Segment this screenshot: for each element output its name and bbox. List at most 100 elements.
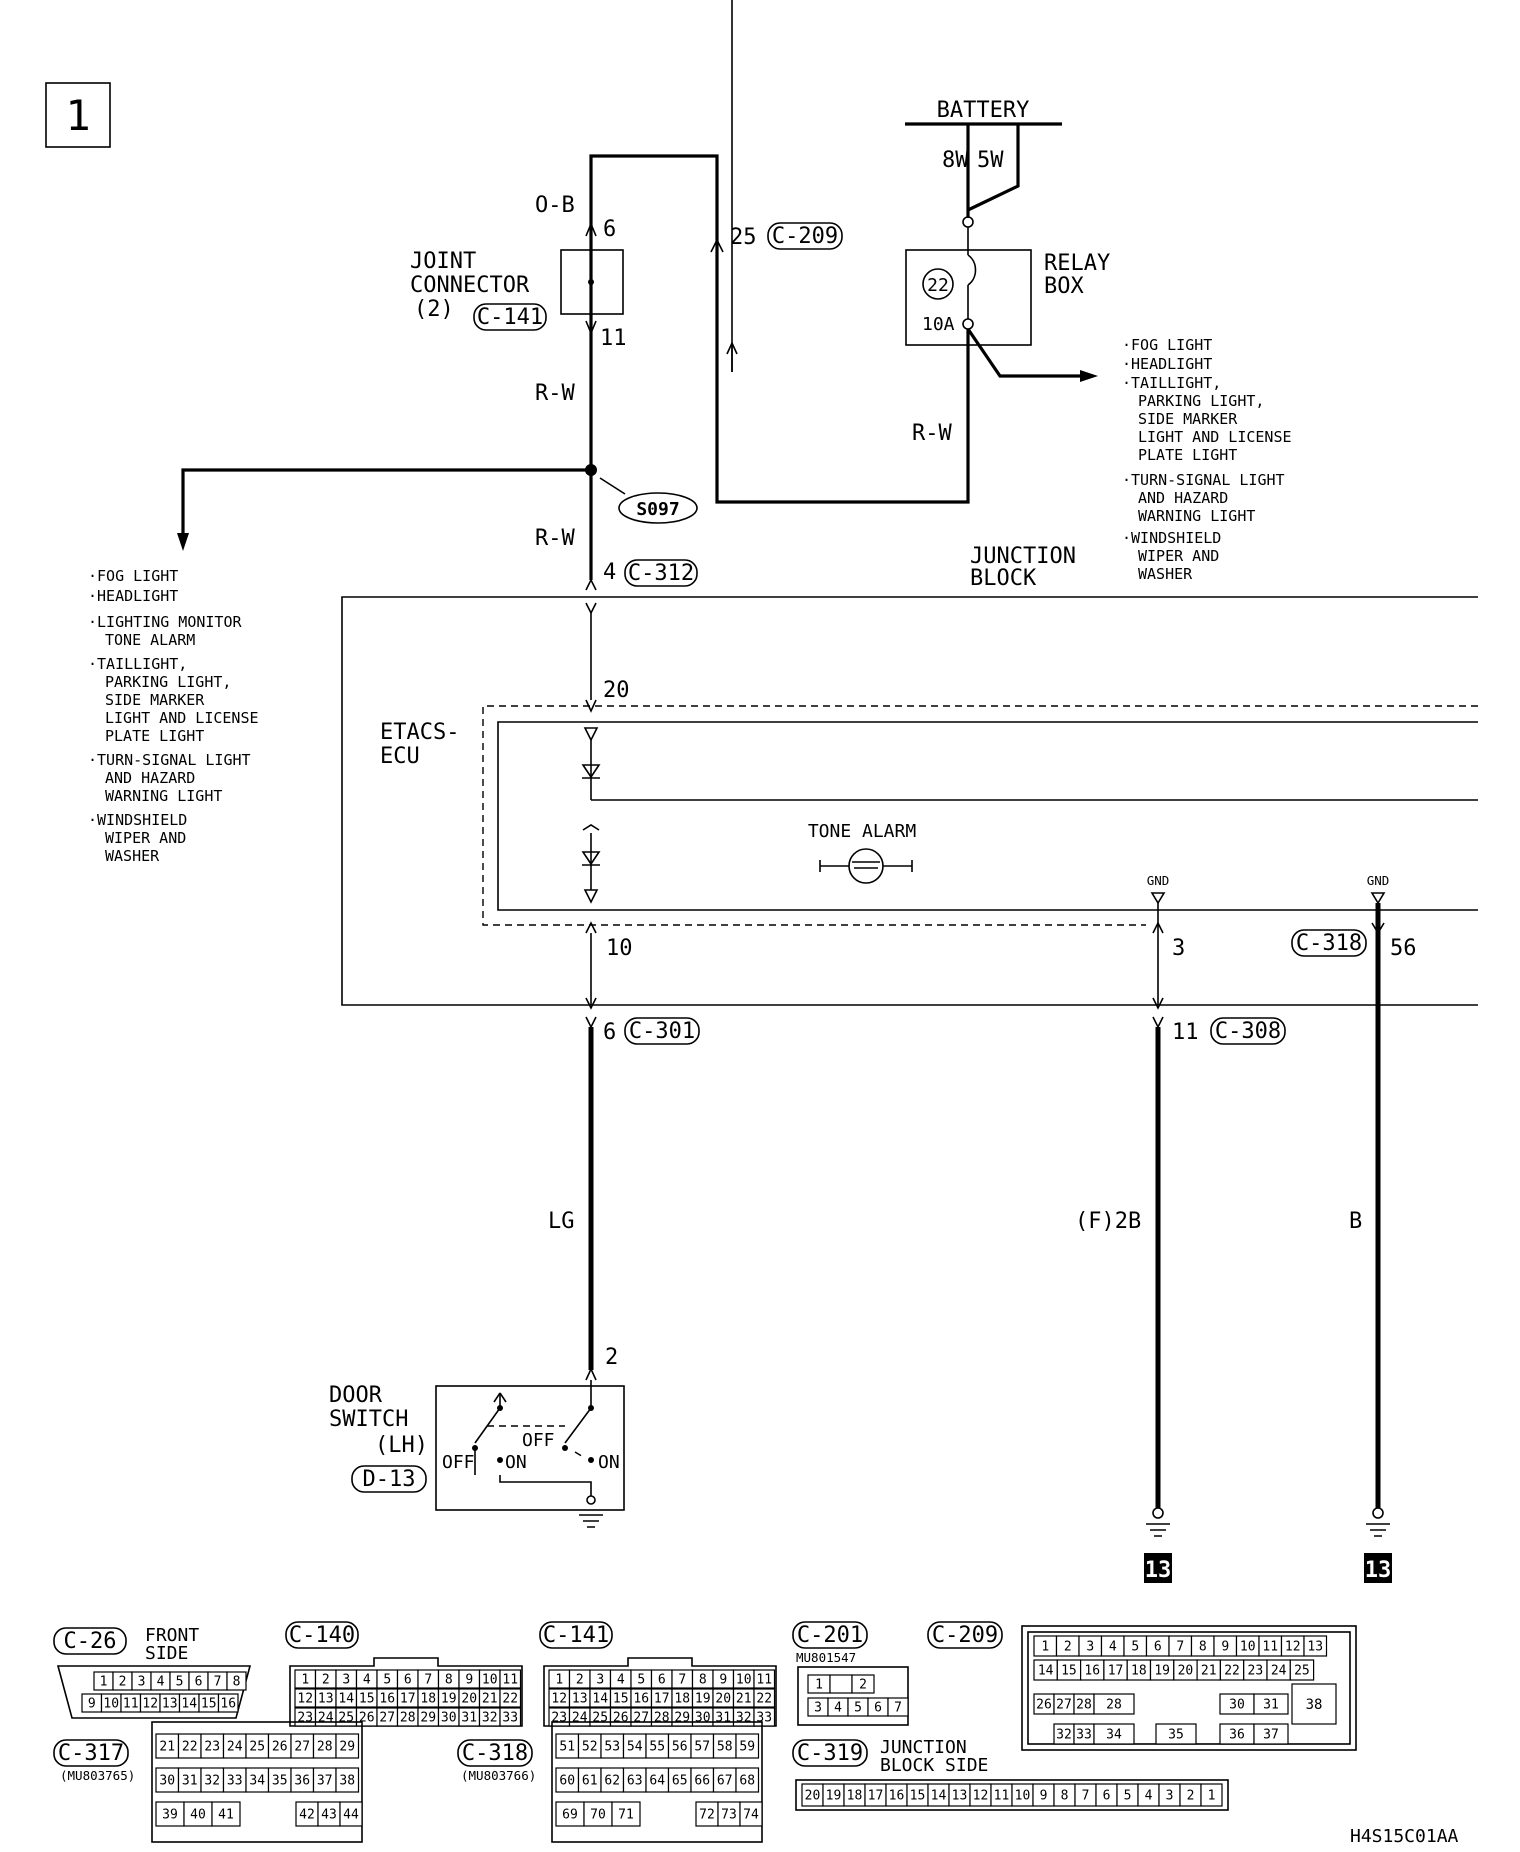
left-out-9: ·TURN-SIGNAL LIGHT bbox=[88, 751, 251, 769]
c317-cell bbox=[183, 1801, 213, 1827]
jc-pin-top: 6 bbox=[603, 217, 616, 242]
c209-pin: 15 bbox=[1061, 1664, 1077, 1679]
tone-alarm-buzzer bbox=[848, 848, 884, 884]
c317-pin: 23 bbox=[204, 1740, 220, 1755]
door-switch-on-contact-2 bbox=[588, 1457, 594, 1463]
c317-pin: 40 bbox=[190, 1808, 206, 1823]
door-switch-on-1: ON bbox=[505, 1452, 527, 1473]
c141-pin: 29 bbox=[674, 1711, 690, 1726]
c319-pin: 10 bbox=[1015, 1789, 1031, 1804]
relay-out-1: ·HEADLIGHT bbox=[1122, 355, 1212, 373]
c209-pin: 4 bbox=[1109, 1640, 1117, 1655]
c209-pin: 24 bbox=[1271, 1664, 1287, 1679]
c318-pin: 57 bbox=[694, 1740, 710, 1755]
c318-pin: 56 bbox=[1390, 936, 1417, 961]
c140-pin: 30 bbox=[441, 1711, 457, 1726]
c318-part: (MU803766) bbox=[461, 1768, 536, 1783]
c209-cell bbox=[1303, 1635, 1328, 1657]
c319-pin: 5 bbox=[1124, 1789, 1132, 1804]
c319-pin: 19 bbox=[826, 1789, 842, 1804]
c317-pin: 35 bbox=[272, 1774, 288, 1789]
door-switch-pin: 2 bbox=[605, 1345, 618, 1370]
splice-leader bbox=[599, 477, 626, 495]
gnd-symbol-1 bbox=[1150, 892, 1166, 905]
c201-pin: 4 bbox=[834, 1701, 842, 1716]
c209-pin: 28 bbox=[1076, 1698, 1092, 1713]
c209-cell bbox=[1155, 1723, 1197, 1745]
c201-pin: 3 bbox=[814, 1701, 822, 1716]
splice-badge bbox=[618, 492, 698, 524]
c317-pin: 31 bbox=[182, 1774, 198, 1789]
etacs-line2: ECU bbox=[380, 744, 420, 769]
c319-pin: 13 bbox=[952, 1789, 968, 1804]
c201-pin: 7 bbox=[894, 1701, 902, 1716]
relay-out-3: PARKING LIGHT, bbox=[1138, 392, 1264, 410]
c140-cell bbox=[499, 1669, 522, 1689]
c317-pin: 32 bbox=[204, 1774, 220, 1789]
c209-pin: 33 bbox=[1076, 1728, 1092, 1743]
etacs-switch-contact bbox=[582, 824, 600, 831]
c140-pin: 28 bbox=[400, 1711, 416, 1726]
c317-code: C-317 bbox=[58, 1741, 124, 1766]
c312-code-box bbox=[624, 559, 698, 587]
left-out-11: WARNING LIGHT bbox=[105, 787, 222, 805]
c141-pin: 9 bbox=[719, 1673, 727, 1688]
c318-pin: 70 bbox=[590, 1808, 606, 1823]
c319-cell bbox=[1200, 1783, 1223, 1807]
ground-ref-box-2 bbox=[1364, 1553, 1392, 1583]
c318-pin: 66 bbox=[694, 1774, 710, 1789]
c141-pin: 27 bbox=[633, 1711, 649, 1726]
c140-pin: 29 bbox=[420, 1711, 436, 1726]
c209-pin: 27 bbox=[1056, 1698, 1072, 1713]
door-switch-line2: SWITCH bbox=[329, 1407, 408, 1432]
c26-pin: 3 bbox=[138, 1675, 146, 1690]
c141-pin: 18 bbox=[674, 1692, 690, 1707]
c26-pin: 14 bbox=[181, 1697, 197, 1712]
c140-pin: 5 bbox=[383, 1673, 391, 1688]
c319-pin: 3 bbox=[1166, 1789, 1174, 1804]
c317-pin: 41 bbox=[218, 1808, 234, 1823]
wire-rw-1: R-W bbox=[535, 381, 575, 406]
c318-pin: 68 bbox=[739, 1774, 755, 1789]
c140-pin: 15 bbox=[359, 1692, 375, 1707]
c317-pin: 21 bbox=[159, 1740, 175, 1755]
c317-pin: 38 bbox=[339, 1774, 355, 1789]
splice-branch-arrow bbox=[177, 533, 189, 551]
c209-pin: 10 bbox=[1240, 1640, 1256, 1655]
c209-cell bbox=[1093, 1723, 1135, 1745]
etacs-outline bbox=[482, 705, 1478, 926]
jb-line2: BLOCK bbox=[970, 566, 1037, 591]
c209-cell bbox=[1253, 1693, 1289, 1715]
wire-f2b-label: (F)2B bbox=[1075, 1209, 1141, 1234]
c26-side1: FRONT bbox=[145, 1625, 199, 1646]
c141-cell bbox=[753, 1669, 776, 1689]
c209-terminal bbox=[710, 238, 724, 253]
c209-pin: 22 bbox=[1224, 1664, 1240, 1679]
c141-pin: 20 bbox=[715, 1692, 731, 1707]
c141-pin: 22 bbox=[756, 1692, 772, 1707]
relay-out-4: SIDE MARKER bbox=[1138, 410, 1238, 428]
c319-pin: 8 bbox=[1061, 1789, 1069, 1804]
c141-pin: 14 bbox=[592, 1692, 608, 1707]
c318-pin: 52 bbox=[582, 1740, 598, 1755]
c141-pin: 16 bbox=[633, 1692, 649, 1707]
left-outputs-list: ·FOG LIGHT ·HEADLIGHT ·LIGHTING MONITOR … bbox=[88, 567, 259, 865]
c26-pin: 13 bbox=[162, 1697, 178, 1712]
flow-arrow-head bbox=[726, 341, 738, 355]
c209-pin: 12 bbox=[1285, 1640, 1301, 1655]
relay-out-10: ·WINDSHIELD bbox=[1122, 529, 1221, 547]
c26-pin: 15 bbox=[201, 1697, 217, 1712]
c319-code-box bbox=[792, 1739, 868, 1767]
wire-b-label: B bbox=[1349, 1209, 1362, 1234]
c209-cell bbox=[1253, 1723, 1289, 1745]
jc-code-box bbox=[473, 303, 547, 331]
ground-terminal-2 bbox=[1372, 1507, 1384, 1519]
c141-pin: 6 bbox=[658, 1673, 666, 1688]
c201-cell bbox=[887, 1697, 909, 1717]
diagram-code: H4S15C01AA bbox=[1350, 1826, 1459, 1847]
c317-pin: 29 bbox=[339, 1740, 355, 1755]
c318-pin: 62 bbox=[604, 1774, 620, 1789]
